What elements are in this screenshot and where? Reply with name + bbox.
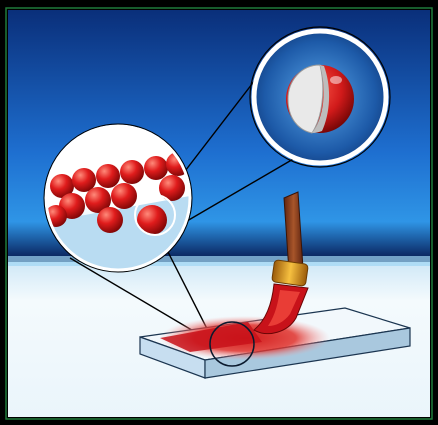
horizon-glow bbox=[8, 256, 430, 266]
coated-sphere-icon bbox=[286, 65, 354, 133]
